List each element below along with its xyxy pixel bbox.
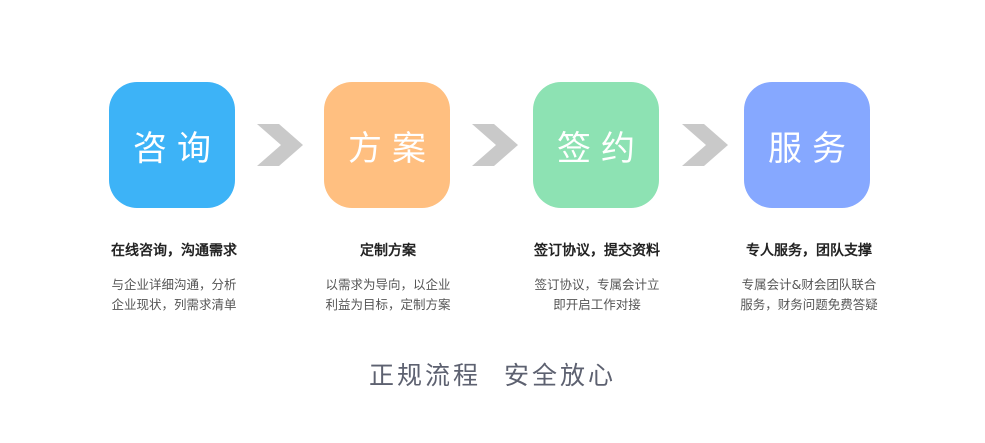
desc-line: 签订协议，专属会计立 (534, 277, 660, 292)
step-title-sign: 签订协议，提交资料 (534, 243, 660, 259)
desc-line: 服务，财务问题免费答疑 (740, 297, 878, 312)
step-title-consult: 在线咨询，沟通需求 (111, 243, 237, 259)
step-box-service: 服务 (744, 82, 870, 208)
step-desc-sign: 签订协议，专属会计立 即开启工作对接 (497, 275, 697, 315)
step-desc-plan: 以需求为导向，以企业 利益为目标，定制方案 (288, 275, 488, 315)
step-box-plan: 方案 (324, 82, 450, 208)
desc-line: 即开启工作对接 (553, 297, 641, 312)
desc-line: 企业现状，列需求清单 (111, 297, 237, 312)
step-title-service: 专人服务，团队支撑 (746, 243, 872, 259)
step-title-plan: 定制方案 (360, 243, 416, 259)
slogan-part-2: 安全放心 (503, 361, 616, 390)
chevron-right-icon (682, 124, 728, 166)
desc-line: 利益为目标，定制方案 (325, 297, 451, 312)
desc-line: 与企业详细沟通，分析 (111, 277, 237, 292)
step-desc-consult: 与企业详细沟通，分析 企业现状，列需求清单 (74, 275, 274, 315)
step-box-sign: 签约 (533, 82, 659, 208)
slogan-part-1: 正规流程 (369, 361, 482, 390)
slogan: 正规流程 安全放心 (0, 356, 985, 392)
chevron-right-icon (472, 124, 518, 166)
step-box-consult: 咨询 (109, 82, 235, 208)
desc-line: 以需求为导向，以企业 (325, 277, 451, 292)
step-desc-service: 专属会计&财会团队联合 服务，财务问题免费答疑 (709, 275, 909, 315)
desc-line: 专属会计&财会团队联合 (741, 277, 877, 292)
chevron-right-icon (257, 124, 303, 166)
